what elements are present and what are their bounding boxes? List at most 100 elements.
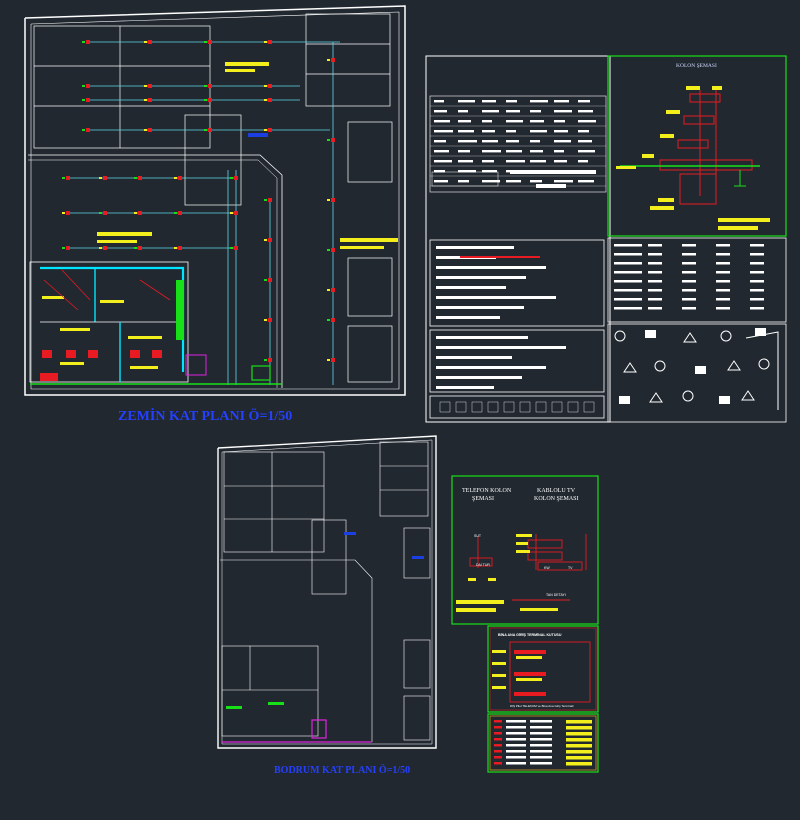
blue-tag bbox=[248, 133, 268, 137]
terminal-title: BİNA ANA GİRİŞ TERMİNAL KUTUSU bbox=[498, 633, 562, 637]
tv-title-2: KOLON ŞEMASI bbox=[534, 496, 579, 502]
table-cell bbox=[494, 762, 502, 765]
table-cell-text bbox=[482, 150, 501, 153]
fixture-tag bbox=[327, 249, 330, 251]
small-table-cell bbox=[471, 401, 483, 413]
data-table bbox=[614, 244, 764, 310]
annotation-bars bbox=[97, 62, 398, 249]
table-cell-text bbox=[648, 262, 662, 265]
table-cell-text bbox=[506, 762, 526, 765]
light-fixture bbox=[86, 40, 90, 44]
fixture-tag bbox=[134, 247, 137, 249]
table-cell-text bbox=[482, 110, 499, 113]
table-cell-text bbox=[506, 150, 522, 153]
telefon-title-1: TELEFON KOLON bbox=[462, 488, 512, 494]
fixture-tag bbox=[264, 319, 267, 321]
table-cell-text bbox=[506, 726, 526, 729]
table-cell-text bbox=[458, 100, 475, 103]
table-cell-text bbox=[716, 289, 730, 292]
table-cell-text bbox=[506, 160, 525, 163]
fixture-tag bbox=[327, 139, 330, 141]
light-fixture bbox=[234, 246, 238, 250]
light-fixtures bbox=[62, 40, 335, 362]
light-fixture bbox=[268, 40, 272, 44]
table-cell-text bbox=[682, 307, 696, 310]
fixture-tag bbox=[204, 129, 207, 131]
small-label: SUT bbox=[474, 534, 482, 538]
equipment-symbol bbox=[741, 390, 755, 401]
text-line bbox=[436, 306, 524, 309]
table-cell-text bbox=[482, 180, 500, 183]
light-fixture bbox=[268, 318, 272, 322]
table-cell-text bbox=[506, 140, 519, 143]
table-cell-text bbox=[434, 110, 447, 113]
table-cell-text bbox=[682, 289, 696, 292]
table-cell-text bbox=[648, 298, 662, 301]
table-cell-highlight bbox=[566, 726, 592, 730]
table-cell-text bbox=[648, 280, 662, 283]
table-cell-text bbox=[614, 244, 642, 247]
data-table-panel bbox=[607, 237, 787, 323]
table-cell-text bbox=[434, 120, 450, 123]
equipment-symbol bbox=[645, 330, 656, 338]
table-cell-text bbox=[682, 253, 696, 256]
fixture-tag bbox=[230, 177, 233, 179]
pole-symbol bbox=[745, 331, 779, 410]
text-line bbox=[436, 386, 494, 389]
summary-text bbox=[510, 170, 596, 174]
fixture-tag bbox=[144, 85, 147, 87]
fixture-tag bbox=[264, 279, 267, 281]
table-cell bbox=[494, 744, 502, 747]
notes-text bbox=[436, 246, 595, 413]
light-fixture bbox=[331, 318, 335, 322]
equipment-symbol bbox=[720, 330, 732, 342]
table-cell-text bbox=[614, 298, 642, 301]
fixture-tag bbox=[134, 212, 137, 214]
equipment-symbol bbox=[695, 366, 706, 374]
ground-floor-plan: ZEMİN KAT PLANI Ö=1/50 bbox=[24, 5, 406, 424]
table-cell-text bbox=[750, 307, 764, 310]
table-cell-text bbox=[530, 150, 543, 153]
equipment-symbol bbox=[614, 330, 626, 342]
fixture-tag bbox=[174, 247, 177, 249]
table-cell-text bbox=[578, 140, 592, 143]
table-cell-text bbox=[578, 100, 590, 103]
table-cell-text bbox=[530, 120, 544, 123]
light-fixture bbox=[103, 176, 107, 180]
kolon-title: KOLON ŞEMASI bbox=[676, 63, 717, 69]
light-fixture bbox=[268, 198, 272, 202]
table-cell-text bbox=[716, 298, 730, 301]
table-cell bbox=[494, 720, 502, 723]
fixture-tag bbox=[327, 319, 330, 321]
table-cell-text bbox=[554, 130, 568, 133]
service-rooms bbox=[29, 261, 282, 385]
fixture-tag bbox=[62, 247, 65, 249]
table-cell-text bbox=[554, 180, 573, 183]
telefon-title-2: ŞEMASI bbox=[472, 496, 494, 502]
light-fixture bbox=[268, 358, 272, 362]
fixture-tag bbox=[82, 99, 85, 101]
table-cell-text bbox=[614, 280, 642, 283]
equipment-symbol bbox=[719, 396, 730, 404]
table-cell-text bbox=[682, 244, 696, 247]
fixture-tag bbox=[204, 41, 207, 43]
table-cell-text bbox=[614, 253, 642, 256]
table-cell bbox=[494, 738, 502, 741]
fixture-tag bbox=[327, 289, 330, 291]
equipment-symbols bbox=[614, 328, 779, 410]
symbol-legend-panel bbox=[607, 323, 787, 423]
table-cell-text bbox=[458, 110, 468, 113]
small-table-cell bbox=[503, 401, 515, 413]
table-cell-text bbox=[458, 140, 477, 143]
small-table-cell bbox=[551, 401, 563, 413]
light-fixture bbox=[268, 128, 272, 132]
table-cell-text bbox=[578, 180, 594, 183]
table-cell-text bbox=[716, 307, 730, 310]
table-cell-text bbox=[458, 170, 476, 173]
table-cell-text bbox=[682, 298, 696, 301]
light-fixture bbox=[103, 211, 107, 215]
table-cell-text bbox=[750, 271, 764, 274]
table-cell-text bbox=[648, 307, 662, 310]
table-cell-text bbox=[506, 720, 526, 723]
